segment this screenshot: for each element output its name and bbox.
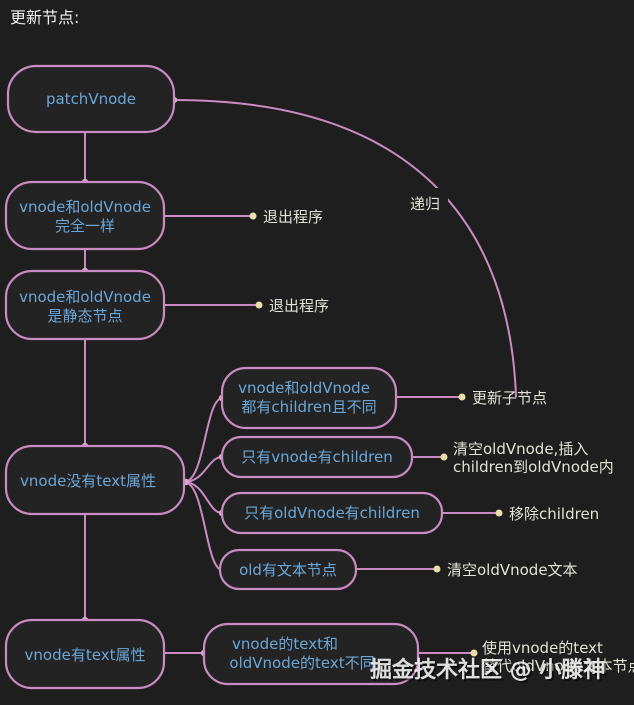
node-patch-vnode: patchVnode: [6, 64, 176, 134]
edge-branch-only-old: [183, 481, 223, 514]
node-label-line1: vnode和oldVnode: [238, 379, 370, 397]
node-label-line1: vnode和oldVnode: [19, 288, 151, 306]
outcome-clear-insert-line1: 清空oldVnode,插入: [453, 440, 588, 458]
outcome-update-children: 更新子节点: [472, 389, 547, 407]
dot-remove-children: [495, 509, 503, 517]
edge-branch-both: [183, 397, 223, 483]
node-both-children: vnode和oldVnode 都有children且不同: [220, 366, 398, 430]
connectors: [84, 99, 517, 654]
outcome-clear-insert-line2: children到oldVnode内: [453, 458, 614, 476]
watermark: 掘金技术社区 @ 小滕神: [370, 657, 605, 683]
outcome-use-text-line1: 使用vnode的text: [482, 639, 603, 657]
node-label-line1: vnode和oldVnode: [19, 198, 151, 216]
outcome-remove-children: 移除children: [509, 505, 599, 523]
node-label: vnode没有text属性: [20, 472, 156, 490]
node-label: old有文本节点: [239, 561, 337, 579]
node-label-line1: vnode的text和: [232, 635, 338, 653]
outcome-clear-text: 清空oldVnode文本: [447, 561, 578, 579]
dot-clear-insert: [440, 453, 448, 461]
diagram-title: 更新节点:: [10, 8, 79, 27]
node-no-text: vnode没有text属性: [4, 444, 186, 516]
edge-recursion: [173, 99, 517, 398]
node-label-line2: oldVnode的text不同: [229, 654, 374, 672]
node-label: patchVnode: [46, 90, 136, 108]
outcome-labels: 退出程序 退出程序 更新子节点 清空oldVnode,插入 children到o…: [263, 208, 634, 675]
dot-use-text: [470, 649, 478, 657]
edge-branch-old-text: [183, 481, 223, 571]
recursion-label: 递归: [410, 195, 440, 213]
node-label-line2: 都有children且不同: [241, 398, 376, 416]
node-label: 只有oldVnode有children: [244, 504, 420, 522]
node-identical: vnode和oldVnode 完全一样: [4, 180, 166, 251]
node-label: vnode有text属性: [25, 646, 146, 664]
node-only-vnode-children: 只有vnode有children: [220, 435, 414, 479]
outcome-exit-2: 退出程序: [269, 297, 329, 315]
node-old-text: old有文本节点: [218, 548, 358, 591]
dot-clear-text: [433, 565, 441, 573]
node-label-line2: 完全一样: [55, 217, 115, 235]
dot-exit1: [249, 212, 257, 220]
outcome-use-text-line2: 替代oldVnode文本节点: [482, 657, 634, 675]
edge-branch-only-vnode: [183, 456, 223, 483]
dot-exit2: [255, 301, 263, 309]
node-text-diff: vnode的text和 oldVnode的text不同: [202, 622, 420, 686]
node-static: vnode和oldVnode 是静态节点: [4, 269, 166, 341]
node-only-old-children: 只有oldVnode有children: [220, 491, 444, 535]
dot-update-children: [458, 393, 466, 401]
node-label-line2: 是静态节点: [47, 307, 122, 325]
recursion-label-bg: [404, 188, 448, 216]
node-has-text: vnode有text属性: [4, 618, 166, 690]
outcome-exit-1: 退出程序: [263, 208, 323, 226]
watermark-shadow: 掘金技术社区 @ 小滕神: [372, 659, 607, 685]
node-label: 只有vnode有children: [241, 448, 393, 466]
